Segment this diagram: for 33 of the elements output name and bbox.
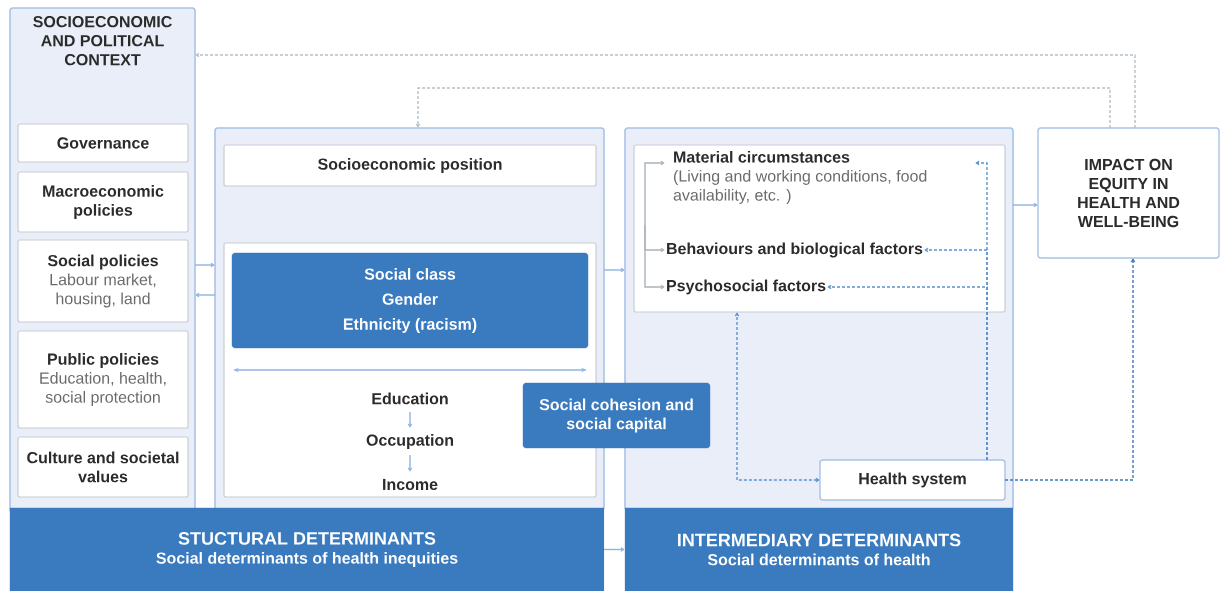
- arrow: [407, 411, 413, 428]
- list-item: Income: [383, 478, 438, 491]
- dashed-arrow: [195, 52, 1136, 129]
- arrow: [194, 262, 215, 268]
- determinant-box: Social class Gender Ethnicity (racism): [231, 252, 589, 349]
- inner-box: [633, 144, 1006, 313]
- dashed-arrow: [827, 284, 988, 461]
- bracket-arrow: [644, 224, 665, 290]
- determinant-box: Social cohesion and social capital: [522, 382, 711, 449]
- footer-bar: STUCTURAL DETERMINANTS Social determinants of health inequities: [9, 507, 605, 591]
- dashed-arrow: [734, 312, 820, 483]
- policy-box: Public policies Education, health, social protection: [17, 330, 189, 429]
- bracket-arrow: [644, 160, 665, 226]
- policy-box: Macroeconomic policies: [17, 171, 189, 233]
- factor-text: Psychosocial factors: [667, 279, 826, 295]
- arrow: [1012, 202, 1038, 208]
- arrow: [603, 547, 625, 552]
- policy-box: Governance: [17, 123, 189, 163]
- list-item: Occupation: [366, 434, 454, 449]
- heading-box: Socioeconomic position: [223, 144, 597, 187]
- arrow: [407, 454, 413, 472]
- factor-text: Material circumstances (Living and working conditions, food availability, etc. ): [673, 151, 927, 204]
- policy-box: Culture and societal values: [17, 436, 189, 498]
- footer-bar: INTERMEDIARY DETERMINANTS Social determinants of health: [624, 507, 1014, 591]
- list-item: Education: [372, 392, 448, 405]
- impact-box: IMPACT ON EQUITY IN HEALTH AND WELL-BEING: [1037, 127, 1220, 259]
- arrow: [603, 267, 625, 273]
- arrow: [195, 292, 216, 298]
- factor-text: Behaviours and biological factors: [667, 242, 923, 258]
- dashed-arrow: [415, 87, 1111, 129]
- health-system-box: Health system: [819, 459, 1006, 501]
- dashed-arrow: [1004, 258, 1136, 481]
- policy-box: Social policies Labour market, housing, land: [17, 239, 189, 323]
